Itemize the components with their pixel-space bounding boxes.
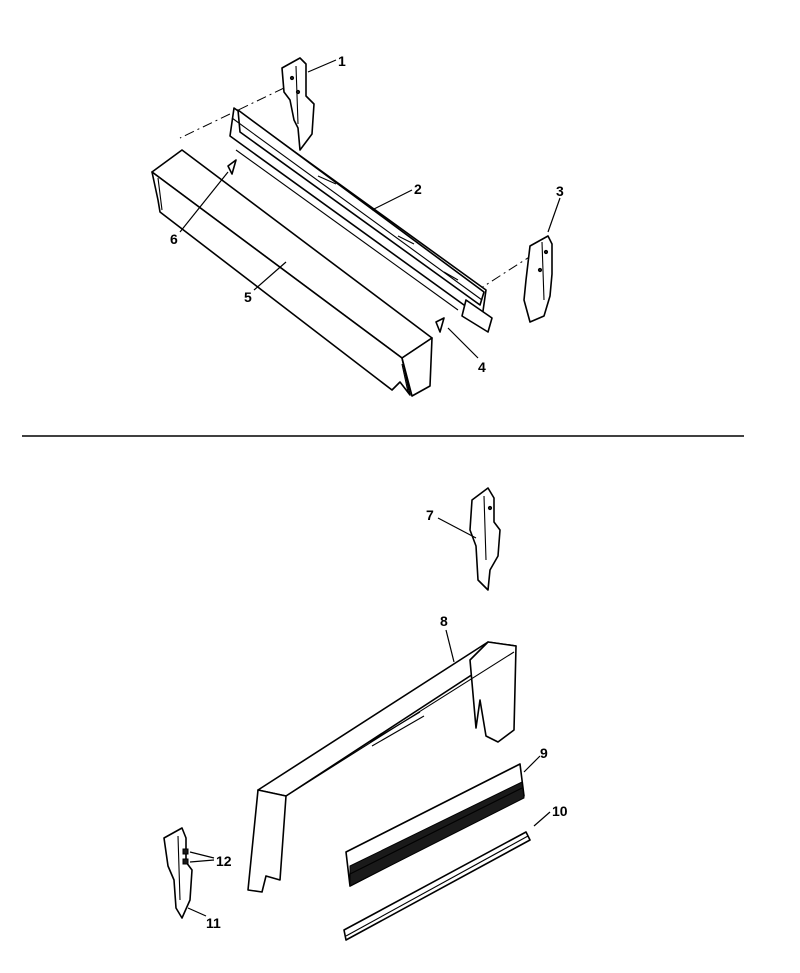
part-10-strip [343, 831, 531, 941]
leader-9 [523, 755, 541, 773]
callout-8: 8 [440, 613, 448, 629]
callout-6: 6 [170, 231, 178, 247]
leader-3 [547, 197, 561, 233]
part-1-bracket [281, 57, 315, 151]
part-2-rail [229, 107, 493, 333]
part-5-panel [151, 149, 433, 397]
part-6-screw [227, 159, 237, 175]
callout-2: 2 [414, 181, 422, 197]
callout-3: 3 [556, 183, 564, 199]
leader-4 [447, 327, 479, 359]
callout-11: 11 [206, 915, 221, 931]
leader-5 [253, 261, 287, 291]
leader-10 [533, 811, 551, 827]
alignment-line-right [477, 253, 535, 291]
part-8-backguard [247, 641, 517, 893]
leader-2 [371, 189, 413, 211]
part-3-bracket [523, 235, 553, 323]
part-4-screw [435, 317, 445, 333]
leader-6 [179, 171, 229, 233]
callout-9: 9 [540, 745, 548, 761]
callout-4: 4 [478, 359, 486, 375]
leader-8 [445, 629, 455, 663]
leader-11 [187, 907, 207, 917]
callout-7: 7 [426, 507, 434, 523]
part-12-fasteners [182, 848, 189, 865]
part-9-panel [345, 763, 525, 887]
part-11-bracket [163, 827, 193, 919]
leader-7 [437, 517, 477, 539]
leader-12a [189, 851, 215, 859]
part-7-bracket [469, 487, 501, 591]
callout-10: 10 [552, 803, 568, 819]
leader-1 [307, 59, 337, 73]
callout-12: 12 [216, 853, 232, 869]
callout-5: 5 [244, 289, 252, 305]
callout-1: 1 [338, 53, 346, 69]
leader-12b [189, 859, 215, 863]
